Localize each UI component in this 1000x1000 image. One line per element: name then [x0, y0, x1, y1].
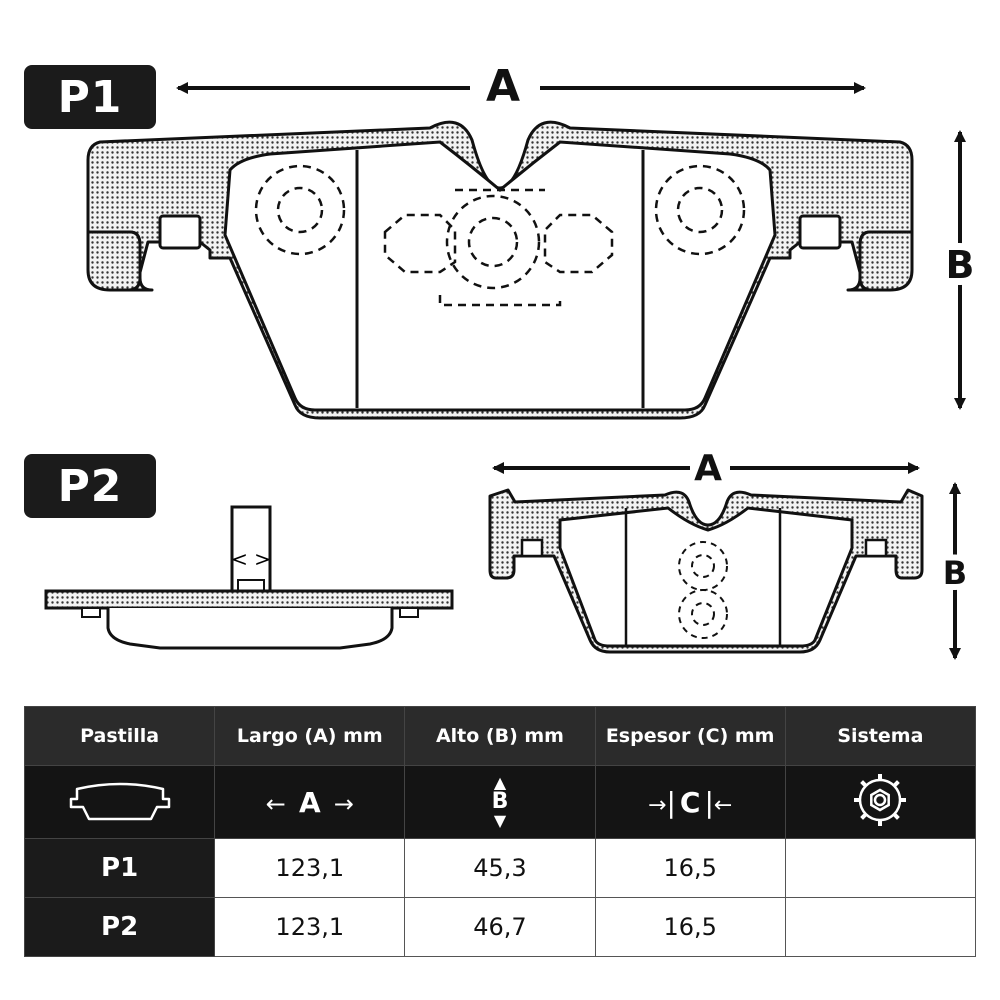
p1-dimension-b: B: [939, 130, 981, 410]
p1-pad-drawing: [86, 120, 914, 420]
p1-badge: P1: [24, 65, 156, 129]
p2-dimension-b: B: [937, 482, 973, 660]
header-alto: Alto (B) mm: [404, 706, 596, 766]
pad-outline-icon: [23, 765, 216, 839]
p2-side-view: < >: [44, 505, 454, 650]
p2-dim-a-label: A: [694, 448, 722, 489]
spec-table: Pastilla Largo (A) mm Alto (B) mm Espeso…: [23, 706, 977, 957]
cell-alto-p1: 45,3: [404, 838, 596, 898]
header-pastilla: Pastilla: [23, 706, 216, 766]
header-largo: Largo (A) mm: [214, 706, 406, 766]
table-row: P1 123,1 45,3 16,5: [23, 838, 977, 898]
brake-pad-diagram: A B < >: [44, 61, 981, 660]
icon-b-text: B: [491, 789, 509, 814]
row-label-p1: P1: [23, 838, 216, 898]
cell-largo-p2: 123,1: [214, 897, 406, 957]
cell-largo-p1: 123,1: [214, 838, 406, 898]
p1-dimension-a: A: [176, 61, 866, 112]
p2-badge: P2: [24, 454, 156, 518]
thickness-c-icon: →|C|←: [594, 765, 786, 839]
length-a-icon: ← A →: [214, 765, 406, 839]
cell-sistema-p1: [784, 838, 977, 898]
cell-alto-p2: 46,7: [404, 897, 596, 957]
icon-c-text: C: [679, 785, 701, 819]
table-icon-row: ← A → ▲ B ▼ →|C|←: [23, 765, 977, 839]
icon-a-text: A: [298, 785, 321, 819]
cell-espesor-p1: 16,5: [594, 838, 786, 898]
cell-espesor-p2: 16,5: [594, 897, 786, 957]
cell-sistema-p2: [784, 897, 977, 957]
p2-dimension-a: A: [492, 448, 920, 489]
row-label-p2: P2: [23, 897, 216, 957]
svg-text:< >: < >: [231, 547, 271, 571]
table-row: P2 123,1 46,7 16,5: [23, 897, 977, 957]
p1-dim-a-label: A: [486, 61, 520, 112]
height-b-icon: ▲ B ▼: [404, 765, 596, 839]
p2-dim-b-label: B: [943, 554, 967, 592]
p1-dim-b-label: B: [946, 243, 975, 287]
header-sistema: Sistema: [784, 706, 977, 766]
table-header-row: Pastilla Largo (A) mm Alto (B) mm Espeso…: [23, 706, 977, 766]
gear-nut-icon: [784, 765, 977, 839]
p2-pad-drawing: [488, 488, 924, 654]
header-espesor: Espesor (C) mm: [594, 706, 786, 766]
